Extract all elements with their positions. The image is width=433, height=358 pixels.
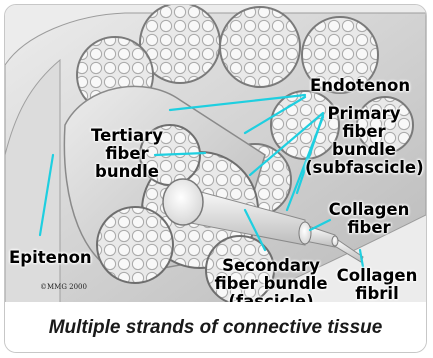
label-secondary-line2: fiber bundle [210, 275, 332, 293]
label-endotenon: Endotenon [310, 77, 410, 95]
label-tertiary-line1: Tertiary [87, 127, 167, 145]
label-collagen-fibril: Collagen fibril [335, 267, 419, 303]
label-collagen-fiber-line2: fiber [327, 219, 411, 237]
fascicle-end [220, 7, 300, 87]
secondary-bundle-end [97, 207, 173, 283]
label-collagen-fiber: Collagen fiber [327, 201, 411, 237]
label-collagen-fibril-line1: Collagen [335, 267, 419, 285]
label-tertiary-fiber-bundle: Tertiary fiber bundle [87, 127, 167, 181]
illustration-frame: Endotenon Primary fiber bundle (subfasci… [4, 4, 427, 353]
label-epitenon: Epitenon [9, 249, 92, 267]
label-primary-fiber-bundle: Primary fiber bundle (subfascicle) [305, 105, 423, 177]
copyright-notice: ©MMG 2000 [40, 283, 87, 291]
label-primary-line1: Primary [305, 105, 423, 123]
primary-bundle-cap [163, 179, 203, 225]
label-collagen-fiber-line1: Collagen [327, 201, 411, 219]
collagen-fibril-cap [332, 236, 338, 246]
label-tertiary-line2: fiber [87, 145, 167, 163]
collagen-fiber-cap [299, 222, 311, 244]
label-secondary-line1: Secondary [210, 257, 332, 275]
label-primary-line4: (subfascicle) [305, 159, 423, 177]
label-tertiary-line3: bundle [87, 163, 167, 181]
label-collagen-fibril-line2: fibril [335, 285, 419, 303]
figure-caption: Multiple strands of connective tissue [5, 317, 426, 339]
label-primary-line3: bundle [305, 141, 423, 159]
label-primary-line2: fiber [305, 123, 423, 141]
